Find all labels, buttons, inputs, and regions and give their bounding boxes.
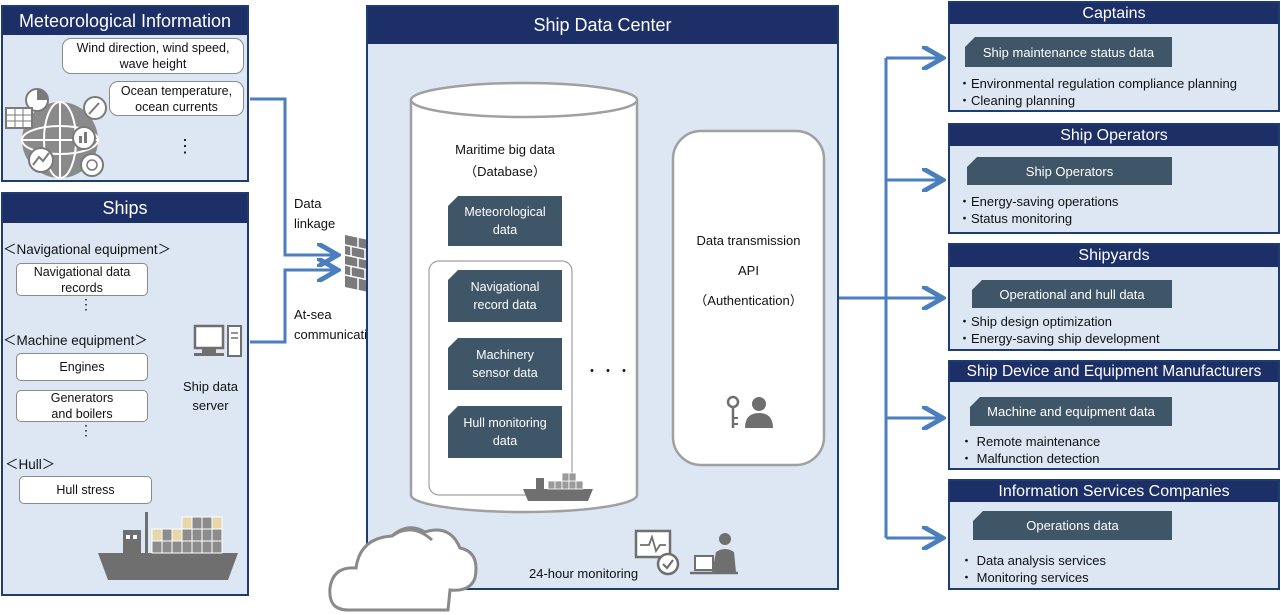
manufacturers-data-tag: Machine and equipment data	[970, 397, 1172, 426]
meteorological-link-arrow	[250, 97, 335, 255]
db-navigational-record-data: Navigational record data	[448, 270, 562, 322]
machine-equipment-heading: ＜Machine equipment＞	[3, 333, 148, 348]
ships-title: Ships	[3, 194, 247, 223]
db-meteorological-data: Meteorological data	[448, 196, 562, 246]
captains-bullet-1: ・Environmental regulation compliance pla…	[958, 76, 1237, 91]
hull-heading: ＜Hull＞	[5, 457, 56, 472]
captains-data-tag: Ship maintenance status data	[965, 37, 1172, 67]
met-item-ocean: Ocean temperature, ocean currents	[109, 81, 244, 116]
ship-operators-title: Ship Operators	[950, 125, 1278, 146]
info-services-bullet-2: ・ Monitoring services	[960, 570, 1089, 585]
info-services-title: Information Services Companies	[950, 481, 1278, 502]
at-sea-communications-label: At-sea communications	[294, 307, 388, 342]
manufacturers-panel: Ship Device and Equipment Manufacturers	[948, 360, 1280, 470]
db-more-ellipsis: ・・・	[585, 363, 633, 379]
shipyards-bullet-1: ・Ship design optimization	[958, 314, 1112, 329]
nav-equipment-heading: ＜Navigational equipment＞	[3, 242, 172, 257]
met-item-wind: Wind direction, wind speed, wave height	[62, 38, 244, 74]
ship-data-server-label: Ship data server	[183, 379, 238, 413]
db-machinery-sensor-data: Machinery sensor data	[448, 338, 562, 390]
db-hull-monitoring-data: Hull monitoring data	[448, 406, 562, 458]
meteorological-title: Meteorological Information	[3, 7, 247, 35]
manufacturers-title: Ship Device and Equipment Manufacturers	[950, 362, 1278, 382]
ships-link-arrow	[250, 270, 335, 344]
monitoring-label: 24-hour monitoring	[529, 566, 639, 581]
shipyards-title: Shipyards	[950, 245, 1278, 267]
ship-operators-bullet-2: ・Status monitoring	[958, 211, 1073, 226]
ship-operators-bullet-1: ・Energy-saving operations	[958, 194, 1119, 209]
engines-item: Engines	[16, 353, 148, 381]
captains-title: Captains	[950, 3, 1278, 24]
shipyards-bullet-2: ・Energy-saving ship development	[958, 331, 1160, 346]
data-linkage-label: Data linkage	[294, 196, 336, 231]
hull-stress-item: Hull stress	[19, 476, 152, 504]
info-services-bullet-1: ・ Data analysis services	[960, 553, 1106, 568]
met-ellipsis: ⋮	[176, 136, 194, 156]
info-services-data-tag: Operations data	[973, 511, 1172, 540]
nav-ellipsis: ⋮	[79, 296, 93, 312]
ship-data-center-title: Ship Data Center	[368, 7, 837, 44]
api-label: Data transmission API （Authentication）	[694, 233, 803, 308]
generators-item: Generators and boilers	[16, 390, 148, 422]
database-title: Maritime big data （Database）	[455, 142, 555, 179]
manufacturers-bullet-1: ・ Remote maintenance	[960, 434, 1101, 449]
manufacturers-bullet-2: ・ Malfunction detection	[960, 451, 1100, 466]
nav-data-records: Navigational data records	[16, 263, 148, 296]
captains-bullet-2: ・Cleaning planning	[958, 93, 1076, 108]
ship-operators-data-tag: Ship Operators	[967, 157, 1172, 185]
shipyards-data-tag: Operational and hull data	[972, 280, 1172, 308]
info-services-panel: Information Services Companies	[948, 479, 1280, 590]
machine-ellipsis: ⋮	[79, 422, 93, 438]
